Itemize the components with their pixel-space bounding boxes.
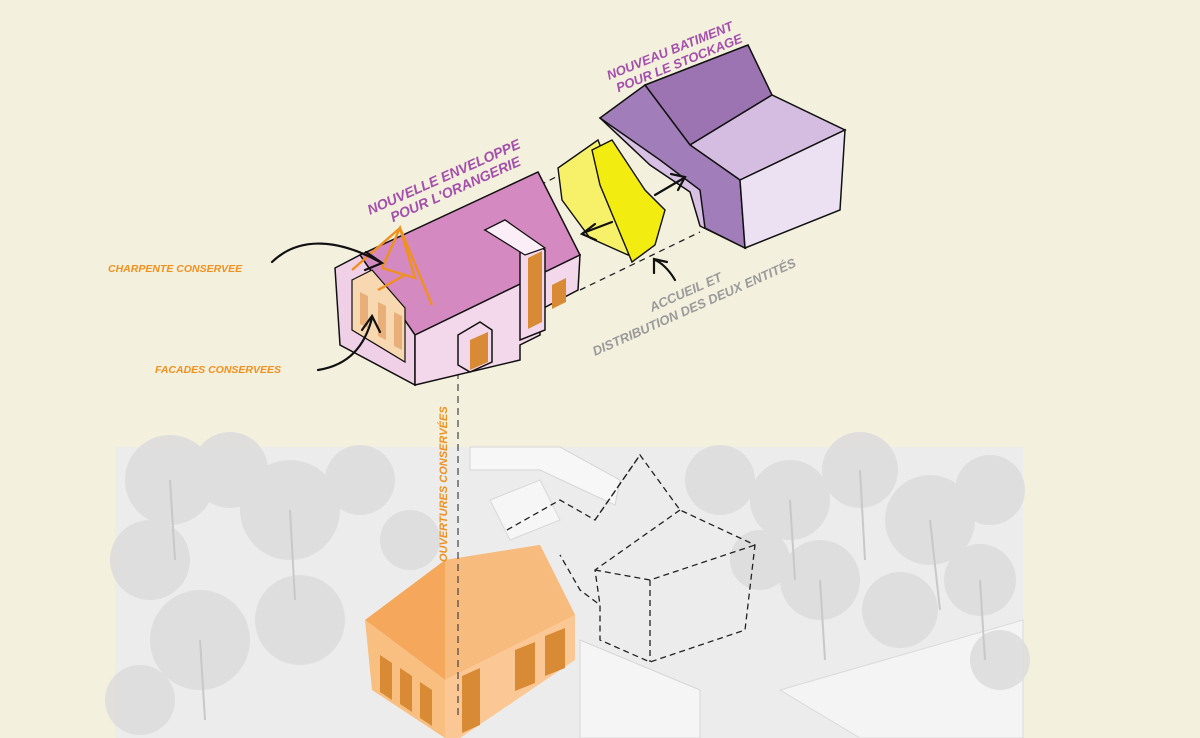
- arrow-facades: [316, 316, 374, 372]
- link-volume: [557, 138, 666, 264]
- arrow-link-left-head: [579, 222, 598, 242]
- label-facades: FACADES CONSERVEES: [155, 364, 281, 376]
- storage-front: [739, 128, 846, 250]
- context-building: [579, 639, 701, 738]
- arrow-charpente: [270, 242, 382, 264]
- context-building: [469, 446, 621, 506]
- orangerie-roof-side: [445, 545, 575, 680]
- orangerie-openings: [380, 628, 565, 733]
- label-ouvertures: OUVERTURES CONSERVÉES: [437, 406, 450, 562]
- arrow-accueil: [653, 258, 677, 282]
- arrow-charpente-head: [363, 250, 385, 272]
- envelope-openings: [470, 251, 566, 370]
- existing-orangerie: [365, 453, 756, 738]
- link-volume-front: [591, 139, 666, 264]
- arrow-link-right-head: [669, 172, 687, 192]
- storage-building: [598, 44, 847, 250]
- arrows: [270, 172, 687, 372]
- context-building: [778, 619, 1024, 738]
- arrow-link-left: [581, 220, 614, 235]
- envelope-tower-top: [483, 219, 547, 256]
- arrow-accueil-head: [652, 257, 669, 275]
- envelope-building: [334, 171, 582, 387]
- context-building: [489, 479, 561, 541]
- label-charpente: CHARPENTE CONSERVEE: [108, 263, 243, 275]
- label-accueil: ACCUEIL ET DISTRIBUTION DES DEUX ENTITÉS: [590, 255, 798, 359]
- context-aerial-view: [105, 432, 1030, 738]
- arrow-link-right: [653, 176, 686, 197]
- trees: [105, 432, 1030, 735]
- arrow-facades-head: [360, 313, 382, 334]
- tree-trunks: [169, 469, 986, 721]
- link-volume-side: [557, 138, 633, 257]
- dashed-outline: [506, 453, 756, 663]
